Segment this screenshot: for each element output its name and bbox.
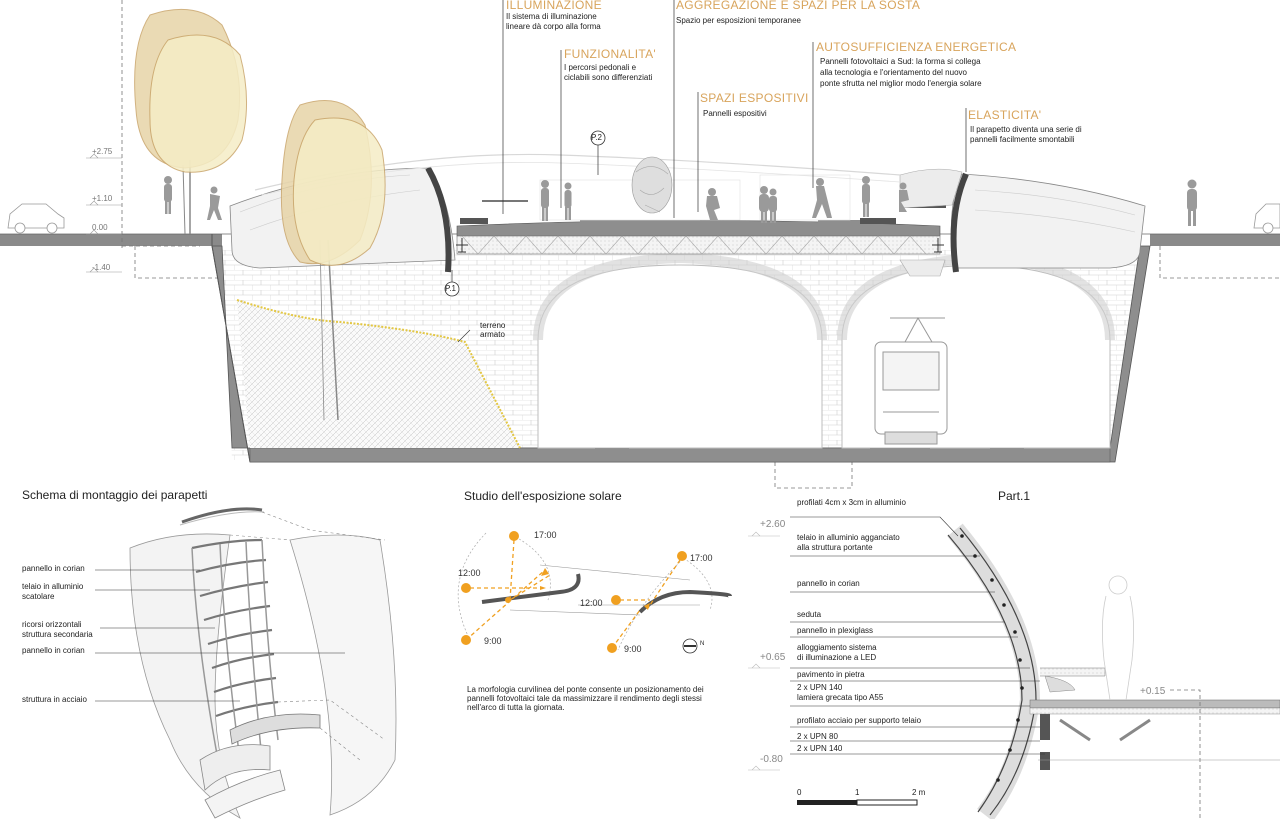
montaggio-label-6: pannello in corian: [22, 646, 85, 655]
part1-label-8: di illuminazione a LED: [797, 653, 877, 662]
level-label-110: +1.10: [92, 194, 113, 203]
car-icon-right: [1253, 203, 1280, 234]
terreno-label-2: armato: [480, 330, 505, 339]
solare-time-17-left: 17:00: [534, 530, 557, 540]
parapet-right: [950, 173, 1146, 269]
annotation-autosufficienza-text-1: Pannelli fotovoltaici a Sud: la forma si…: [820, 57, 981, 66]
person-outline-icon: [1102, 575, 1134, 701]
part1-label-5: seduta: [797, 610, 822, 619]
solar-study-diagram: [457, 531, 732, 654]
solare-time-12-left: 12:00: [458, 568, 481, 578]
marker-p2: P.2: [591, 133, 602, 142]
annotation-aggregazione-title: AGGREGAZIONE E SPAZI PER LA SOSTA: [676, 0, 921, 12]
solare-caption-3: nell'arco di tutta la giornata.: [467, 703, 565, 712]
annotation-funzionalita-title: FUNZIONALITA': [564, 47, 656, 61]
ground-slab-right: [1150, 234, 1280, 246]
tree-icon-center: [280, 100, 386, 421]
annotation-funzionalita-text-1: I percorsi pedonali e: [564, 63, 637, 72]
part1-label-14: 2 x UPN 140: [797, 744, 843, 753]
solare-time-17-right: 17:00: [690, 553, 713, 563]
solare-time-9-right: 9:00: [624, 644, 642, 654]
arch-left: [537, 264, 823, 449]
annotation-autosufficienza-text-2: alla tecnologia e l'orientamento del nuo…: [820, 68, 967, 77]
part1-label-10: 2 x UPN 140: [797, 683, 843, 692]
arrow-heads: [540, 568, 650, 610]
annotation-elasticita-title: ELASTICITA': [968, 108, 1042, 122]
annotation-elasticita-text-1: Il parapetto diventa una serie di: [970, 125, 1082, 134]
part1-level-015: +0.15: [1140, 686, 1166, 697]
part1-level-260: +2.60: [760, 519, 786, 530]
solare-title: Studio dell'esposizione solare: [464, 489, 622, 503]
annotation-spazi-text-1: Pannelli espositivi: [703, 109, 767, 118]
solare-time-9-left: 9:00: [484, 636, 502, 646]
terreno-label-1: terreno: [480, 321, 506, 330]
train-icon: [874, 316, 948, 445]
tree-icon-left: [134, 8, 247, 235]
part1-detail-drawing: [748, 516, 1280, 819]
montaggio-label-1: pannello in corian: [22, 564, 85, 573]
marker-p1: P.1: [445, 284, 456, 293]
scale-label-2: 2 m: [912, 788, 926, 797]
part1-title: Part.1: [998, 489, 1031, 503]
annotation-elasticita-text-2: pannelli facilmente smontabili: [970, 135, 1075, 144]
montaggio-title: Schema di montaggio dei parapetti: [22, 488, 208, 502]
solare-caption-2: pannelli fotovoltaici tale da massimizza…: [467, 694, 702, 703]
montaggio-label-5: struttura secondaria: [22, 630, 93, 639]
solare-time-12-right: 12:00: [580, 598, 603, 608]
montaggio-label-3: scatolare: [22, 592, 55, 601]
sculpture: [631, 156, 673, 214]
part1-label-1: profilati 4cm x 3cm in alluminio: [797, 498, 906, 507]
montaggio-label-7: struttura in acciaio: [22, 695, 87, 704]
part1-label-3: alla struttura portante: [797, 543, 873, 552]
ground-slab-left: [0, 234, 222, 246]
annotation-leaders: [451, 0, 967, 283]
annotation-spazi-title: SPAZI ESPOSITIVI: [700, 91, 809, 105]
part1-level-080: -0.80: [760, 754, 783, 765]
people-silhouettes: [164, 176, 1197, 226]
car-icon-left: [7, 203, 65, 234]
part1-label-11: lamiera grecata tipo A55: [797, 693, 884, 702]
part1-label-7: alloggiamento sistema: [797, 643, 877, 652]
part1-label-13: 2 x UPN 80: [797, 732, 838, 741]
annotation-aggregazione-text-1: Spazio per esposizioni temporanee: [676, 16, 801, 25]
annotation-illuminazione-title: ILLUMINAZIONE: [506, 0, 602, 12]
level-label-140: -1.40: [92, 263, 111, 272]
annotation-illuminazione-text-2: lineare dà corpo alla forma: [506, 22, 601, 31]
parapet-assembly-diagram: [95, 507, 397, 819]
part1-level-065: +0.65: [760, 652, 786, 663]
deck-truss: [456, 235, 941, 255]
north-label: N: [700, 641, 705, 647]
scale-label-1: 1: [855, 788, 860, 797]
annotation-illuminazione-text-1: Il sistema di illuminazione: [506, 12, 597, 21]
annotation-autosufficienza-text-3: ponte sfrutta nel miglior modo l'energia…: [820, 79, 982, 88]
level-label-275: +2.75: [92, 147, 113, 156]
montaggio-label-2: telaio in alluminio: [22, 582, 84, 591]
part1-label-6: pannello in plexiglass: [797, 626, 874, 635]
part1-label-9: pavimento in pietra: [797, 670, 865, 679]
annotation-funzionalita-text-2: ciclabili sono differenziati: [564, 73, 653, 82]
part1-label-12: profilato acciaio per supporto telaio: [797, 716, 922, 725]
scale-label-0: 0: [797, 788, 802, 797]
part1-label-4: pannello in corian: [797, 579, 860, 588]
reinforced-earth: [237, 300, 520, 448]
montaggio-label-4: ricorsi orizzontali: [22, 620, 82, 629]
part1-label-2: telaio in alluminio agganciato: [797, 533, 900, 542]
annotation-autosufficienza-title: AUTOSUFFICIENZA ENERGETICA: [816, 40, 1017, 54]
level-label-000: 0.00: [92, 223, 108, 232]
solare-caption-1: La morfologia curvilinea del ponte conse…: [467, 685, 704, 694]
